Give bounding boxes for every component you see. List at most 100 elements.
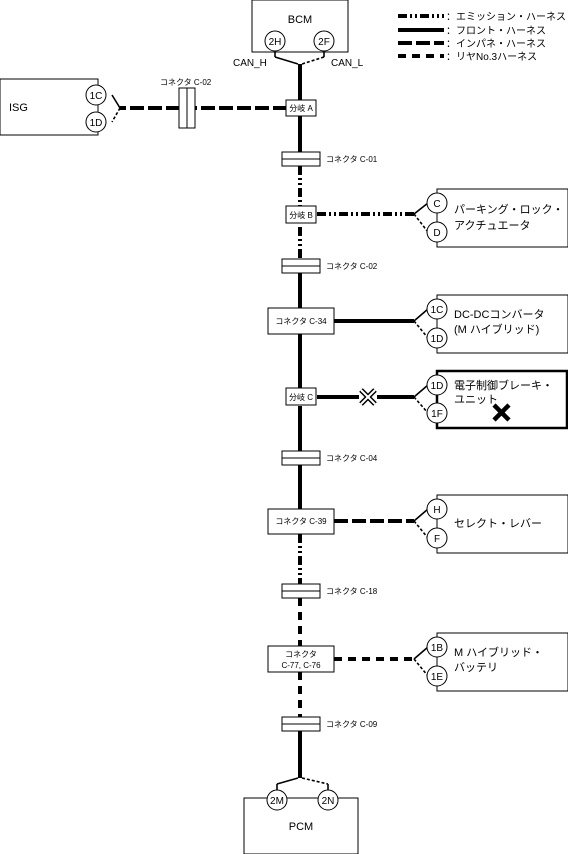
connector-c18: コネクタ C-18 [281,583,378,599]
battery-pin-1b [426,636,448,658]
select-lever-module: セレクト・レバー H F [426,494,568,554]
select-pin-h-label: H [433,505,440,516]
trunk [274,50,329,790]
junction-c-box [285,387,317,406]
junction-a-label: 分岐 A [289,103,313,113]
connector-c77-c76: コネクタ C-77, C-76 [267,645,335,673]
connector-c01-label: コネクタ C-01 [326,155,378,164]
fault-x-icon [492,403,511,422]
pcm-label: PCM [289,821,313,833]
connector-c01: コネクタ C-01 [281,151,378,167]
dcdc-can-l-wire [413,320,429,339]
connector-c39-box [267,508,335,535]
connector-c09-label: コネクタ C-09 [326,720,378,729]
dcdc-label-2: (M ハイブリッド) [454,322,539,336]
legend: ：エミッション・ハーネス ：フロント・ハーネス ：インパネ・ハーネス ：リヤNo… [398,11,566,63]
pcm-box [243,797,359,854]
isg-can-h-wire [111,94,121,109]
connector-c09: コネクタ C-09 [281,716,378,732]
connector-c39-label: コネクタ C-39 [275,517,327,526]
select-pin-h [426,498,448,520]
isg-label: ISG [9,102,28,114]
dcdc-label-1: DC-DCコンバータ [454,308,544,321]
bcm-pin-2f [313,30,335,52]
legend-front-label: ：フロント・ハーネス [446,25,546,37]
connector-c04: コネクタ C-04 [281,450,378,466]
connector-c04-label: コネクタ C-04 [326,454,378,463]
connector-c34-label: コネクタ C-34 [275,317,327,326]
pcm-module: PCM 2M 2N [243,789,359,854]
isg-pin-1d-label: 1D [90,118,103,129]
dcdc-pin-1c [426,298,448,320]
battery-pin-1e-label: 1E [431,672,444,683]
junction-a: 分岐 A [285,99,317,117]
battery-module: M ハイブリッド・ バッテリ 1B 1E [426,632,568,692]
dcdc-can-h-wire [413,308,429,322]
select-pin-f [426,527,448,549]
isg-can-l-wire [111,107,121,123]
bcm-module: BCM 2H 2F CAN_H CAN_L [233,0,364,69]
isg-pin-1c-label: 1C [90,91,103,102]
isg-pin-1d [85,111,107,133]
isg-module: ISG 1C 1D [0,78,107,136]
isg-box [0,78,99,136]
select-lever-label: セレクト・レバー [454,517,542,530]
connector-c02: コネクタ C-02 [281,258,378,274]
brake-can-h-wire [413,384,429,398]
connector-c18-label: コネクタ C-18 [326,587,378,596]
branches [111,94,429,677]
pcm-can-l-wire [301,777,329,785]
connector-c77-c76-label-2: C-77, C-76 [281,661,321,670]
can-l-label: CAN_L [331,58,364,69]
legend-rear3-label: ：リヤNo.3ハーネス [446,51,537,63]
junction-b-box [285,205,317,224]
brake-pin-1d [426,374,448,396]
dcdc-box [436,294,568,354]
battery-pin-1e [426,665,448,687]
parking-can-l-wire [413,213,429,233]
brake-pin-1f [426,402,448,424]
parking-can-h-wire [413,202,429,215]
connector-c77-c76-box [267,645,335,673]
connector-c34: コネクタ C-34 [267,307,335,335]
junction-b: 分岐 B [285,205,317,224]
battery-label-2: バッテリ [454,661,498,674]
parking-lock-module: パーキング・ロック・ アクチュエータ C D [426,188,568,248]
can-h-label: CAN_H [233,58,267,69]
junction-b-label: 分岐 B [289,210,313,220]
pcm-can-h-wire [276,777,299,785]
connector-c02-isg: コネクタ C-02 [160,78,212,129]
junction-a-box [285,99,317,117]
dcdc-pin-1d [426,327,448,349]
bcm-pin-2f-label: 2F [318,37,330,48]
legend-emission-label: ：エミッション・ハーネス [446,11,566,23]
dcdc-pin-1c-label: 1C [431,305,444,316]
junction-c: 分岐 C [285,387,317,406]
brake-unit-module: 電子制御ブレーキ・ ユニット 1D 1F [426,369,568,430]
isg-pin-1c [85,84,107,106]
select-lever-box [436,494,568,554]
dcdc-pin-1d-label: 1D [431,334,444,345]
select-can-l-wire [413,520,429,539]
battery-pin-1b-label: 1B [431,643,444,654]
select-can-h-wire [413,508,429,522]
parking-pin-c [426,192,448,214]
parking-lock-label-1: パーキング・ロック・ [454,202,563,216]
connector-c02-isg-label: コネクタ C-02 [160,78,212,87]
parking-lock-box [436,188,568,248]
battery-can-l-wire [413,658,429,677]
connector-c77-c76-label-1: コネクタ [285,650,317,659]
legend-instrument-label: ：インパネ・ハーネス [446,38,546,50]
battery-label-1: M ハイブリッド・ [454,645,543,659]
brake-can-l-wire [413,396,429,414]
parking-pin-c-label: C [433,199,440,210]
bcm-label: BCM [288,14,312,26]
bcm-can-h-wire [274,56,299,65]
brake-unit-label-2: ユニット [454,394,498,406]
battery-box [436,632,568,692]
parking-pin-d [426,221,448,243]
brake-pin-1d-label: 1D [431,381,444,392]
junction-c-label: 分岐 C [289,392,313,402]
brake-pin-1f-label: 1F [431,409,443,420]
connector-c34-box [267,307,335,335]
